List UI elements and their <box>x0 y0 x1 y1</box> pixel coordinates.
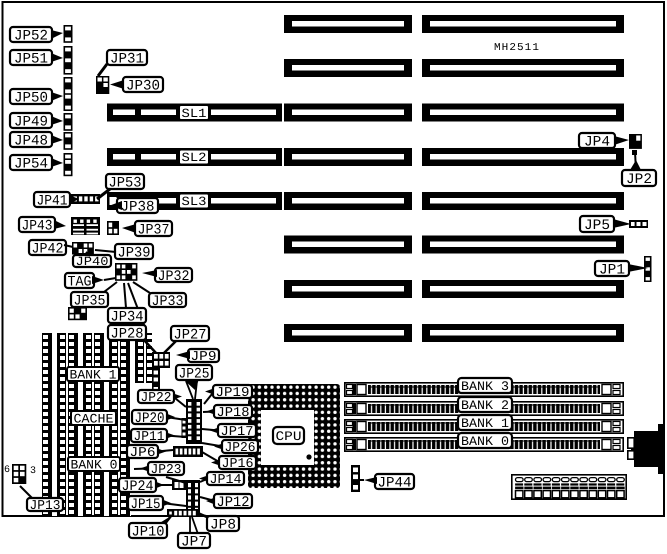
svg-text:JP32: JP32 <box>158 269 190 285</box>
svg-text:JP34: JP34 <box>111 309 144 325</box>
svg-text:JP37: JP37 <box>138 222 170 238</box>
svg-text:JP54: JP54 <box>14 156 48 172</box>
svg-text:JP14: JP14 <box>210 473 242 488</box>
svg-text:JP24: JP24 <box>122 479 154 495</box>
svg-text:JP11: JP11 <box>134 430 165 445</box>
svg-text:TAG: TAG <box>68 274 92 290</box>
svg-text:JP25: JP25 <box>179 366 210 382</box>
svg-text:JP1: JP1 <box>599 262 625 278</box>
svg-text:JP33: JP33 <box>152 294 184 310</box>
svg-text:JP26: JP26 <box>225 441 256 456</box>
svg-text:CACHE: CACHE <box>74 411 114 426</box>
svg-text:SL1: SL1 <box>182 107 207 121</box>
svg-text:JP35: JP35 <box>74 293 106 309</box>
svg-text:JP28: JP28 <box>111 326 144 342</box>
svg-text:JP51: JP51 <box>14 51 48 67</box>
svg-text:JP40: JP40 <box>76 255 109 269</box>
svg-text:JP12: JP12 <box>217 495 250 511</box>
svg-text:JP2: JP2 <box>626 172 652 188</box>
svg-text:JP22: JP22 <box>141 391 172 406</box>
svg-text:JP16: JP16 <box>222 457 254 472</box>
svg-text:JP30: JP30 <box>126 78 160 94</box>
svg-text:JP49: JP49 <box>14 114 48 130</box>
svg-text:JP19: JP19 <box>216 386 250 401</box>
svg-text:JP4: JP4 <box>584 134 610 150</box>
svg-text:JP50: JP50 <box>14 90 48 106</box>
svg-text:JP27: JP27 <box>174 327 207 343</box>
svg-text:JP6: JP6 <box>130 446 156 461</box>
svg-text:JP8: JP8 <box>210 517 236 533</box>
svg-text:SL3: SL3 <box>182 195 207 209</box>
svg-text:JP39: JP39 <box>118 245 151 261</box>
svg-text:JP48: JP48 <box>14 133 48 149</box>
svg-text:3: 3 <box>30 466 36 477</box>
svg-text:JP31: JP31 <box>110 51 144 67</box>
svg-text:SL2: SL2 <box>182 151 207 165</box>
svg-text:JP5: JP5 <box>584 218 610 234</box>
svg-text:JP52: JP52 <box>14 28 48 44</box>
svg-text:JP41: JP41 <box>37 193 68 209</box>
svg-text:JP53: JP53 <box>109 175 142 191</box>
svg-text:CPU: CPU <box>276 429 302 444</box>
svg-text:MH2511: MH2511 <box>494 42 540 54</box>
svg-text:JP7: JP7 <box>181 534 207 550</box>
svg-text:JP23: JP23 <box>151 463 182 478</box>
svg-text:JP13: JP13 <box>30 499 61 514</box>
svg-text:JP17: JP17 <box>221 425 254 440</box>
svg-text:JP9: JP9 <box>191 350 217 365</box>
svg-text:BANK 1: BANK 1 <box>70 367 117 382</box>
svg-text:BANK 1: BANK 1 <box>461 416 509 431</box>
svg-text:6: 6 <box>4 465 10 476</box>
svg-text:BANK 0: BANK 0 <box>71 457 118 472</box>
svg-text:JP42: JP42 <box>32 241 64 257</box>
svg-text:JP18: JP18 <box>217 406 250 421</box>
svg-text:JP20: JP20 <box>135 411 165 427</box>
svg-text:BANK 3: BANK 3 <box>461 379 509 394</box>
svg-text:BANK 2: BANK 2 <box>461 398 509 413</box>
svg-text:JP15: JP15 <box>131 497 161 513</box>
svg-text:JP44: JP44 <box>378 475 412 491</box>
svg-text:JP38: JP38 <box>121 199 155 215</box>
svg-text:JP43: JP43 <box>22 218 53 234</box>
svg-text:BANK 0: BANK 0 <box>461 434 509 449</box>
svg-text:JP10: JP10 <box>132 524 165 540</box>
